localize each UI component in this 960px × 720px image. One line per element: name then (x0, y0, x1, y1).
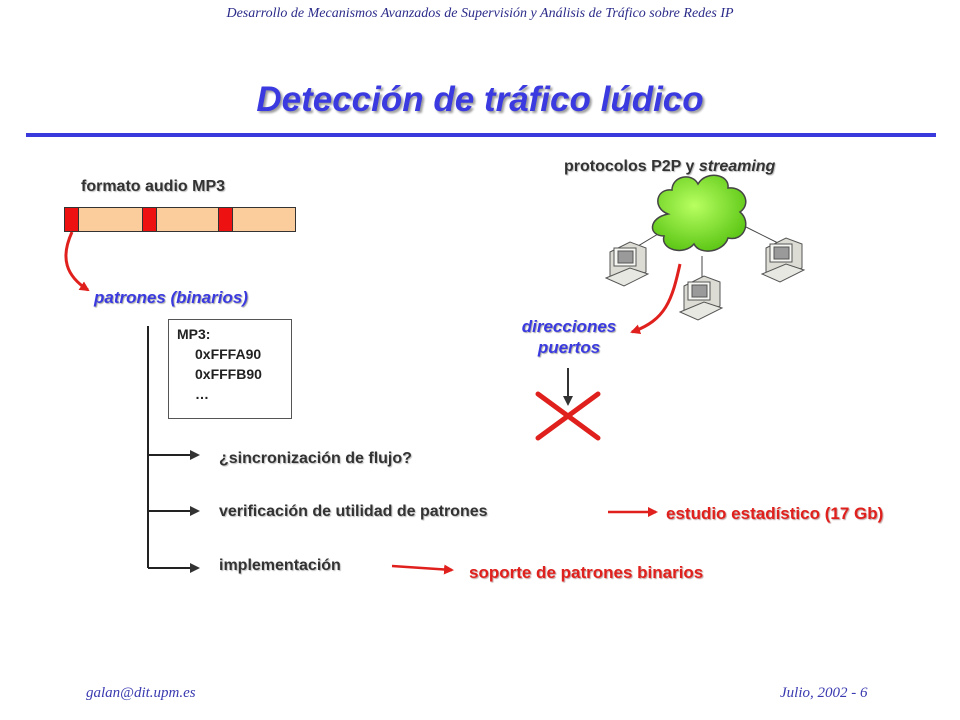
mp3-pattern-line: 0xFFFB90 (195, 366, 262, 382)
p2p-label-prefix: protocolos P2P y (564, 158, 699, 175)
addresses-text: direcciones (521, 317, 617, 336)
mp3-box-title: MP3: (177, 326, 211, 342)
title-rule (26, 133, 936, 137)
sync-item: ¿sincronización de flujo? (219, 450, 412, 467)
impl-result-arrow (391, 564, 454, 575)
p2p-label: protocolos P2P y streaming (564, 158, 775, 176)
cross-icon (535, 391, 601, 441)
mp3-format-label: formato audio MP3 (81, 178, 226, 195)
mp3-pattern-box: MP3: 0xFFFA90 0xFFFB90 … (168, 319, 292, 419)
frame-header-segment (64, 207, 79, 232)
footer-email: galan@dit.upm.es (86, 685, 196, 701)
ports-text: puertos (537, 338, 601, 357)
p2p-label-streaming: streaming (698, 158, 776, 175)
verify-result: estudio estadístico (17 Gb) (666, 504, 884, 523)
network-cloud-icon (651, 174, 747, 252)
item-bracket (147, 326, 200, 573)
address-ports-label: direcciones puertos (504, 316, 634, 358)
computer-icon (678, 275, 724, 321)
slide-header: Desarrollo de Mecanismos Avanzados de Su… (226, 6, 734, 21)
frame-header-segment (218, 207, 233, 232)
patterns-label: patrones (binarios) (94, 288, 248, 307)
mp3-pattern-line: … (195, 386, 209, 402)
footer-date-page: Julio, 2002 - 6 (780, 685, 868, 701)
mp3-frame-bar (64, 207, 296, 232)
frame-header-segment (142, 207, 157, 232)
slide-title: Detección de tráfico lúdico (256, 80, 704, 119)
impl-item: implementación (219, 557, 341, 574)
mp3-pattern-line: 0xFFFA90 (195, 346, 262, 362)
computer-icon (604, 241, 650, 287)
impl-result: soporte de patrones binarios (469, 563, 704, 582)
verify-item: verificación de utilidad de patrones (219, 503, 488, 520)
computer-icon (760, 237, 806, 283)
patterns-arrow (64, 231, 90, 292)
address-arrow (630, 263, 682, 335)
